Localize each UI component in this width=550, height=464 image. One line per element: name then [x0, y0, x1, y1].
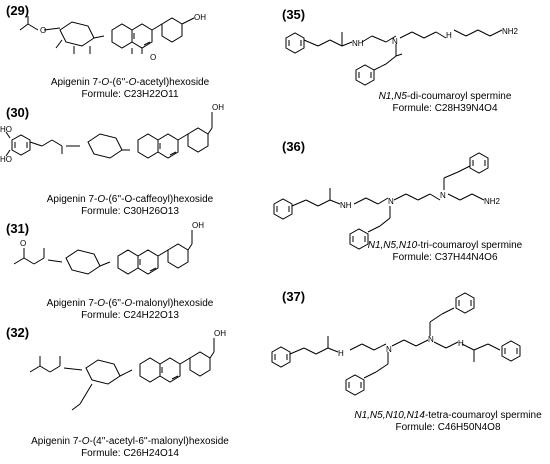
compound-number-32: (32)	[6, 325, 30, 340]
structure-37	[271, 292, 521, 396]
compound-number-35: (35)	[282, 7, 306, 22]
compound-formula: Formule: C37H44N4O6	[392, 252, 498, 263]
structure-29	[19, 16, 195, 54]
compound-number-36: (36)	[282, 139, 306, 154]
atom-ho: HO	[0, 125, 12, 134]
compound-name: Apigenin 7-O-(6''-O-acetyl)hexoside	[50, 77, 210, 88]
atom-oh: OH	[214, 329, 226, 338]
compound-name: N1,N5,N10-tri-coumaroyl spermine	[367, 240, 523, 251]
atom-n: N	[388, 197, 394, 206]
compound-name: Apigenin 7-O-(6''-O-caffeoyl)hexoside	[46, 194, 214, 205]
compound-name: N1,N5-di-coumaroyl spermine	[378, 91, 512, 102]
structure-31	[13, 230, 193, 275]
atom-ho: HO	[0, 155, 12, 164]
compound-formula: Formule: C30H26O13	[81, 206, 179, 217]
compound-formula: Formule: C24H22O13	[81, 310, 179, 321]
atom-o: O	[20, 239, 26, 248]
caption-35: N1,N5-di-coumaroyl spermine Formule: C28…	[350, 91, 540, 115]
atom-nh2: NH2	[484, 197, 501, 206]
compound-number-30: (30)	[6, 105, 30, 120]
compound-name: N1,N5,N10,N14-tetra-coumaroyl spermine	[354, 410, 542, 421]
caption-37: N1,N5,N10,N14-tetra-coumaroyl spermine F…	[348, 410, 548, 434]
compound-number-29: (29)	[6, 3, 30, 18]
structure-36	[273, 152, 489, 250]
compound-name: Apigenin 7-O-(4''-acetyl-6''-malonyl)hex…	[31, 436, 229, 447]
atom-h: H	[338, 349, 344, 358]
caption-31: Apigenin 7-O-(6''-O-malonyl)hexoside For…	[20, 298, 240, 322]
compound-formula: Formule: C26H24O14	[81, 448, 179, 459]
caption-32: Apigenin 7-O-(4''-acetyl-6''-malonyl)hex…	[0, 436, 260, 460]
atom-h: H	[446, 31, 452, 40]
atom-nh: NH	[352, 39, 364, 48]
atom-n: N	[386, 345, 392, 354]
compound-number-31: (31)	[6, 221, 30, 236]
compound-formula: Formule: C28H39N4O4	[392, 103, 498, 114]
compound-formula: Formule: C23H22O11	[81, 89, 179, 100]
atom-o: O	[40, 26, 46, 35]
atom-h: H	[458, 339, 464, 348]
caption-36: N1,N5,N10-tri-coumaroyl spermine Formule…	[350, 240, 540, 264]
atom-n: N	[440, 191, 446, 200]
atom-n: N	[392, 37, 398, 46]
caption-29: Apigenin 7-O-(6''-O-acetyl)hexoside Form…	[20, 77, 240, 101]
caption-30: Apigenin 7-O-(6''-O-caffeoyl)hexoside Fo…	[20, 194, 240, 218]
compound-number-37: (37)	[282, 289, 306, 304]
atom-oh: OH	[192, 221, 204, 230]
structure-35	[285, 29, 503, 86]
atom-nh2: NH2	[502, 27, 519, 36]
compound-name: Apigenin 7-O-(6''-O-malonyl)hexoside	[46, 298, 214, 309]
compound-formula: Formule: C46H50N4O8	[395, 422, 501, 433]
atom-n: N	[428, 335, 434, 344]
atom-o: O	[150, 53, 156, 62]
structure-32	[29, 338, 215, 411]
atom-oh: OH	[194, 13, 206, 22]
atom-oh: OH	[212, 103, 224, 112]
structure-30	[5, 112, 213, 159]
atom-nh: NH	[340, 201, 352, 210]
